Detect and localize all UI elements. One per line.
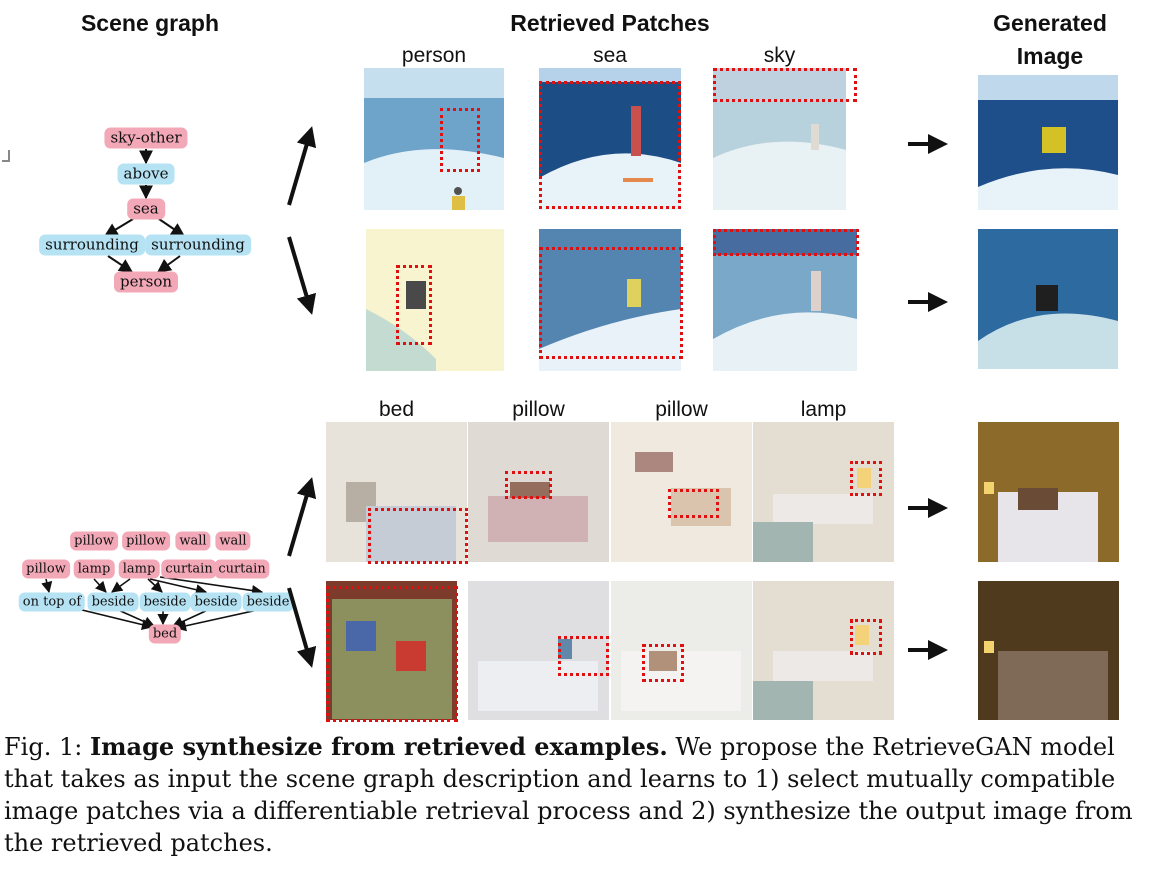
generated-header-line2: Image xyxy=(1016,43,1084,69)
arrow-up-1 xyxy=(287,126,317,206)
patch-image-sea-2 xyxy=(539,229,681,371)
patch-image-sea-1 xyxy=(539,68,681,210)
selection-box xyxy=(850,619,882,655)
graph2-node-beside-2: beside xyxy=(139,592,191,612)
graph2-node-beside-4: beside xyxy=(242,592,294,612)
selection-box xyxy=(326,586,458,722)
patch-image-bed-2 xyxy=(326,581,457,720)
scene-graph-header: Scene graph xyxy=(80,10,220,36)
patch-image-person-1 xyxy=(364,68,504,210)
selection-box xyxy=(642,644,684,682)
corner-mark xyxy=(2,150,10,162)
patch-image-sky-1 xyxy=(713,68,846,210)
graph2-node-beside-1: beside xyxy=(87,592,139,612)
patch-label-sky: sky xyxy=(763,44,796,67)
graph2-node-lamp-1: lamp xyxy=(73,559,115,579)
patch-image-lamp-1 xyxy=(753,422,894,562)
patch-label-sea: sea xyxy=(593,44,627,67)
arrow-down-1 xyxy=(287,236,317,315)
figure-caption: Fig. 1: Image synthesize from retrieved … xyxy=(4,731,1151,859)
patch-image-pillow-2 xyxy=(611,422,752,562)
graph1-node-surrounding-left: surrounding xyxy=(39,234,145,256)
graph2-node-wall-1: wall xyxy=(175,531,211,551)
arrow-up-2 xyxy=(287,477,317,557)
caption-bold: Image synthesize from retrieved examples… xyxy=(89,732,668,761)
graph2-node-bed: bed xyxy=(148,624,182,644)
selection-box xyxy=(850,461,882,496)
graph2-node-curtain-2: curtain xyxy=(214,559,270,579)
graph1-node-above: above xyxy=(117,163,175,185)
graph1-node-sea: sea xyxy=(127,198,165,220)
selection-box xyxy=(396,265,432,345)
selection-box xyxy=(539,81,681,209)
generated-image-header: Generated Image xyxy=(960,7,1140,73)
patch-label-pillow-2: pillow xyxy=(655,398,708,421)
graph2-node-pillow-mid: pillow xyxy=(22,559,70,579)
generated-image-bedroom-2 xyxy=(978,581,1119,720)
graph2-node-curtain-1: curtain xyxy=(161,559,217,579)
caption-prefix: Fig. 1: xyxy=(4,733,90,761)
retrieved-patches-header: Retrieved Patches xyxy=(510,10,710,36)
selection-box xyxy=(539,247,683,359)
arrow-down-2 xyxy=(287,587,317,668)
patch-label-lamp: lamp xyxy=(800,398,847,421)
selection-box xyxy=(558,636,609,676)
selection-box xyxy=(505,471,552,499)
patch-image-pillow-1 xyxy=(468,422,609,562)
selection-box xyxy=(713,229,859,256)
selection-box xyxy=(713,68,857,102)
generated-image-bedroom-1 xyxy=(978,422,1119,562)
graph1-node-surrounding-right: surrounding xyxy=(145,234,251,256)
graph2-node-pillow-top-2: pillow xyxy=(122,531,170,551)
patch-image-person-2 xyxy=(366,229,504,371)
graph2-node-wall-2: wall xyxy=(215,531,251,551)
graph2-node-on-top-of: on top of xyxy=(18,592,86,612)
patch-image-pillow-3 xyxy=(468,581,609,720)
generated-image-beach-1 xyxy=(978,75,1118,210)
patch-image-sky-2 xyxy=(713,229,857,371)
generated-header-line1: Generated xyxy=(993,10,1107,36)
selection-box xyxy=(368,508,468,564)
caption-rest: We propose the RetrieveGAN model that ta… xyxy=(4,733,1133,857)
selection-box xyxy=(668,489,719,518)
patch-image-bed-1 xyxy=(326,422,467,562)
graph1-node-sky-other: sky-other xyxy=(104,127,188,149)
generated-image-beach-2 xyxy=(978,229,1118,369)
patch-image-lamp-2 xyxy=(753,581,894,720)
selection-box xyxy=(440,108,480,172)
patch-label-pillow-1: pillow xyxy=(512,398,565,421)
graph2-node-lamp-2: lamp xyxy=(118,559,160,579)
graph1-node-person: person xyxy=(113,271,179,293)
patch-label-person: person xyxy=(401,44,467,67)
graph2-node-pillow-top-1: pillow xyxy=(70,531,118,551)
patch-label-bed: bed xyxy=(378,398,415,421)
graph2-node-beside-3: beside xyxy=(190,592,242,612)
